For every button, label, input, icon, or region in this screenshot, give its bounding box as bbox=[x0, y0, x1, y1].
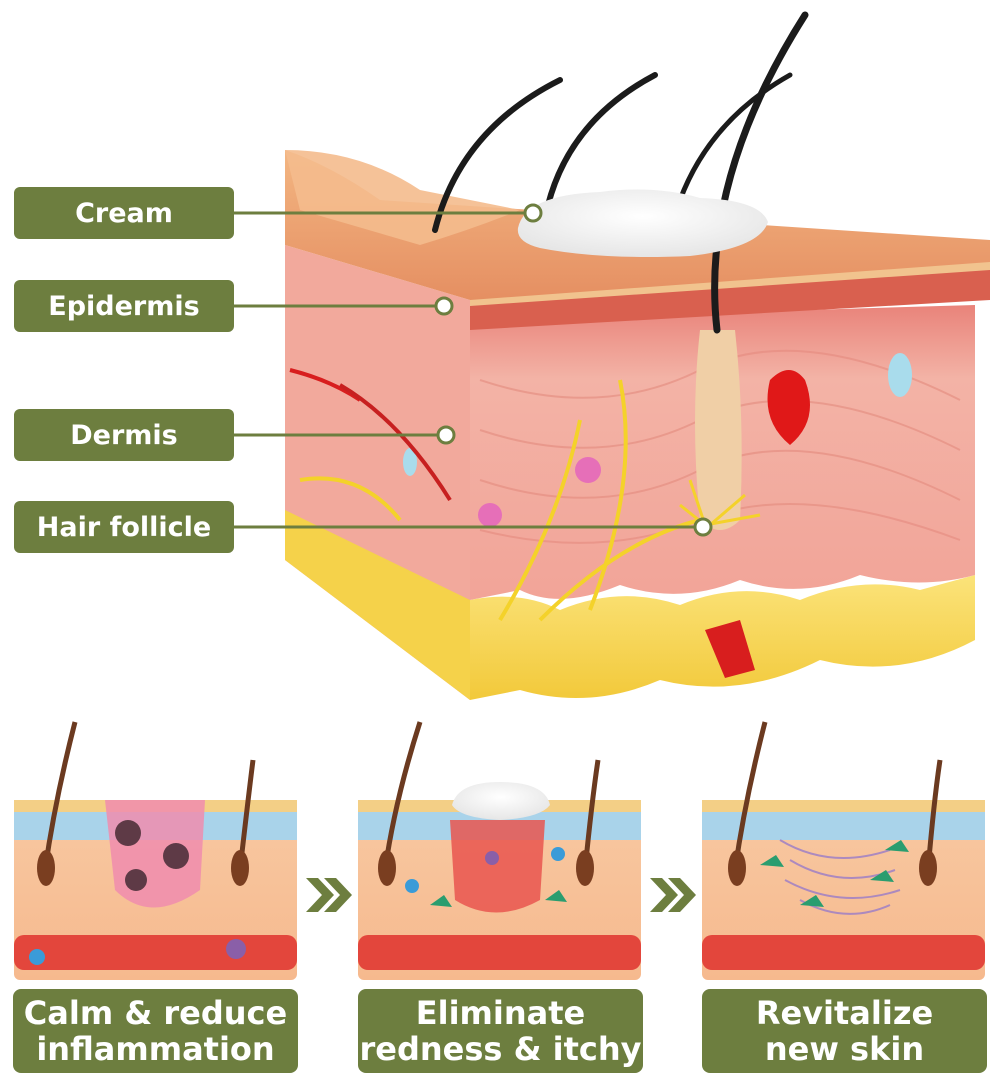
step-caption-1: Calm & reduce inflammation bbox=[13, 989, 298, 1073]
chevron-right-icon-1 bbox=[306, 878, 352, 912]
leader-lines bbox=[234, 211, 703, 529]
panel-1-inflamed-skin bbox=[14, 721, 297, 980]
step-caption-1-line1: Calm & reduce bbox=[23, 994, 288, 1032]
chevron-right-icon-2 bbox=[650, 878, 696, 912]
step-caption-2-line1: Eliminate bbox=[415, 994, 586, 1032]
label-cream: Cream bbox=[14, 187, 234, 239]
label-dermis-text: Dermis bbox=[70, 419, 178, 451]
label-hair-follicle: Hair follicle bbox=[14, 501, 234, 553]
step-caption-2: Eliminate redness & itchy bbox=[358, 989, 643, 1073]
panel-3-new-skin bbox=[702, 721, 985, 980]
step-caption-3-line2: new skin bbox=[764, 1030, 925, 1068]
leader-dots bbox=[434, 203, 713, 537]
label-hair-follicle-text: Hair follicle bbox=[36, 511, 212, 543]
label-epidermis-text: Epidermis bbox=[48, 290, 200, 322]
panel-2-treatment bbox=[358, 721, 641, 980]
label-dermis: Dermis bbox=[14, 409, 234, 461]
step-caption-1-line2: inflammation bbox=[36, 1030, 275, 1068]
step-caption-2-line2: redness & itchy bbox=[359, 1030, 642, 1068]
label-cream-text: Cream bbox=[75, 197, 173, 229]
hair-strands bbox=[432, 11, 809, 334]
step-caption-3-line1: Revitalize bbox=[755, 994, 934, 1032]
label-epidermis: Epidermis bbox=[14, 280, 234, 332]
step-caption-3: Revitalize new skin bbox=[702, 989, 987, 1073]
cream-dollop bbox=[517, 189, 768, 257]
